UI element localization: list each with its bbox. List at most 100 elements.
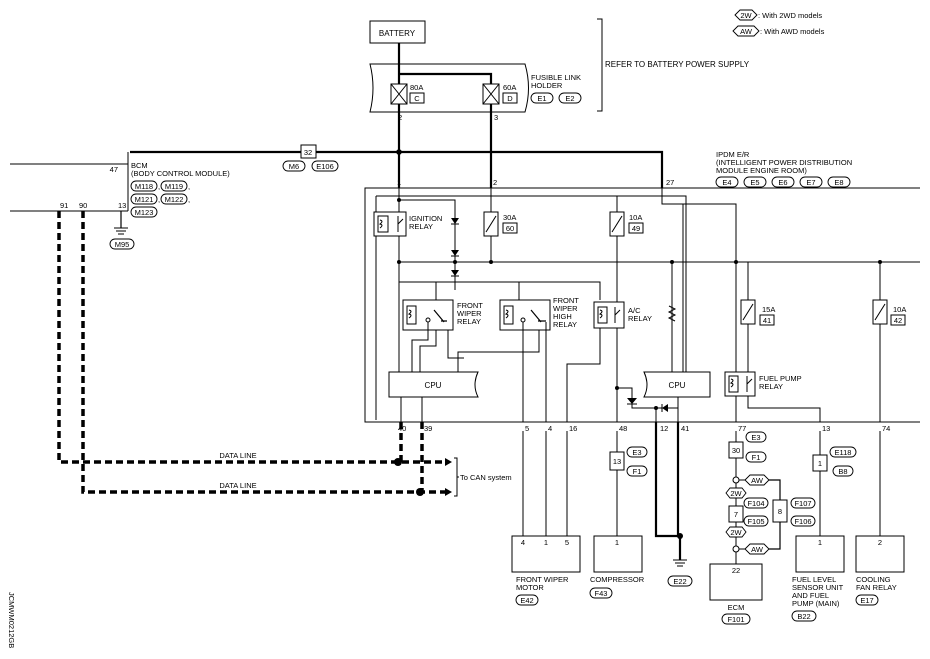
fusible-conn-e2: E2	[565, 94, 574, 103]
fusible-link-title1: FUSIBLE LINK	[531, 73, 581, 82]
legend-aw-text: : With AWD models	[760, 27, 825, 36]
ecm-pin: 22	[732, 566, 740, 575]
can-system-label: To CAN system	[460, 473, 512, 482]
bcm-conn-m119: M119	[165, 182, 183, 191]
cpu-right-label: CPU	[669, 381, 686, 390]
ipdm-conn-e4: E4	[722, 178, 731, 187]
fuel-level-conn: B22	[797, 612, 810, 621]
ac-relay-label1: A/C	[628, 306, 641, 315]
bcm-pin-13: 13	[118, 201, 126, 210]
ipdm-conn-e6: E6	[778, 178, 787, 187]
ipdm-pin-5: 5	[525, 424, 529, 433]
conn-e3-b: E3	[751, 433, 760, 442]
svg-text:,: ,	[188, 195, 190, 204]
ipdm-pin-4: 4	[548, 424, 552, 433]
bcm-conn-m122: M122	[165, 195, 184, 204]
fuse-15a-amp: 15A	[762, 305, 775, 314]
diode-ac	[627, 398, 637, 404]
ac-relay-label2: RELAY	[628, 314, 652, 323]
bcm-pin-91: 91	[60, 201, 68, 210]
compressor-pin: 1	[615, 538, 619, 547]
fuse-10a-ac-amp: 10A	[629, 213, 642, 222]
conn-2w-b: 2W	[730, 528, 742, 537]
wire-bus-60a	[399, 72, 493, 84]
ac-relay	[593, 301, 625, 329]
bcm-title2: (BODY CONTROL MODULE)	[131, 169, 230, 178]
ground-e22: E22	[673, 577, 686, 586]
conn-f105: F105	[747, 517, 764, 526]
ipdm-pin-74: 74	[882, 424, 890, 433]
diode-2	[451, 250, 459, 256]
refer-note: REFER TO BATTERY POWER SUPPLY	[605, 60, 750, 69]
data-line-1-label: DATA LINE	[219, 451, 256, 460]
ipdm-conn-e8: E8	[834, 178, 843, 187]
front-wiper-high-relay-label4: RELAY	[553, 320, 577, 329]
fuse-80a-amp: 80A	[410, 83, 423, 92]
joint-connector	[300, 144, 317, 159]
fuse-10a-fan-amp: 10A	[893, 305, 906, 314]
front-wiper-relay-label3: RELAY	[457, 317, 481, 326]
bcm-title1: BCM	[131, 161, 148, 170]
ipdm-pin-2: 2	[493, 178, 497, 187]
cooling-fan-pin: 2	[878, 538, 882, 547]
svg-text:,: ,	[188, 182, 190, 191]
diode-cpu	[662, 404, 668, 412]
fuse-10a-fan-id: 42	[894, 316, 902, 325]
bcm-conn-m118: M118	[135, 182, 153, 191]
legend-aw-tag: AW	[740, 27, 753, 36]
fuel-level-name1: FUEL LEVEL	[792, 575, 836, 584]
ipdm-pin-48: 48	[619, 424, 627, 433]
conn-f107: F107	[794, 499, 811, 508]
ignition-relay-coil	[377, 215, 389, 233]
wiper-motor-pin-5: 5	[565, 538, 569, 547]
fuse-10a-ac-id: 49	[632, 224, 640, 233]
cooling-fan-relay	[855, 535, 905, 573]
fuse-80a-id: C	[414, 94, 420, 103]
conn-f106: F106	[794, 517, 811, 526]
legend-aw-marker	[732, 25, 760, 37]
wiper-motor-conn: E42	[520, 596, 533, 605]
ipdm-pin-27: 27	[666, 178, 674, 187]
compressor	[593, 535, 643, 573]
conn-f1-b: F1	[752, 453, 761, 462]
ecm-name: ECM	[728, 603, 745, 612]
fuse-30a-amp: 30A	[503, 213, 516, 222]
fuel-pump-relay-label1: FUEL PUMP	[759, 374, 802, 383]
bcm-ground-m95: M95	[115, 240, 130, 249]
ipdm-title1: IPDM E/R	[716, 150, 750, 159]
ipdm-conn-e5: E5	[750, 178, 759, 187]
ipdm-pin-13: 13	[822, 424, 830, 433]
fuse-60a-amp: 60A	[503, 83, 516, 92]
joint-number: 32	[304, 148, 312, 157]
front-wiper-high-relay-label3: HIGH	[553, 312, 572, 321]
conn-2w-a: 2W	[730, 489, 742, 498]
conn-pin-7: 7	[734, 510, 738, 519]
ipdm-pin-39: 39	[424, 424, 432, 433]
ignition-relay-label2: RELAY	[409, 222, 433, 231]
ipdm-title2: (INTELLIGENT POWER DISTRIBUTION	[716, 158, 852, 167]
cooling-fan-name1: COOLING	[856, 575, 891, 584]
conn-e118: E118	[835, 448, 852, 457]
refer-bracket	[597, 18, 603, 112]
conn-13-box	[609, 451, 625, 471]
fusible-conn-e1: E1	[537, 94, 546, 103]
compressor-conn: F43	[595, 589, 608, 598]
ipdm-outline	[364, 187, 920, 423]
conn-1-box	[812, 454, 828, 472]
diode-3	[451, 270, 459, 276]
side-code: JCMWM0212GB	[7, 592, 16, 648]
conn-b8: B8	[838, 467, 847, 476]
battery-box	[369, 20, 426, 44]
wiper-motor-pin-1: 1	[544, 538, 548, 547]
ecm-conn: F101	[727, 615, 744, 624]
fuel-level-name2: SENSOR UNIT	[792, 583, 844, 592]
conn-f104: F104	[747, 499, 764, 508]
legend-2w-tag: 2W	[740, 11, 752, 20]
bcm-conn-m121: M121	[135, 195, 154, 204]
front-wiper-relay-label1: FRONT	[457, 301, 483, 310]
front-wiper-motor	[511, 535, 581, 573]
diode-1	[451, 218, 459, 224]
ipdm-pin-41: 41	[681, 424, 689, 433]
legend-2w-text: : With 2WD models	[758, 11, 822, 20]
